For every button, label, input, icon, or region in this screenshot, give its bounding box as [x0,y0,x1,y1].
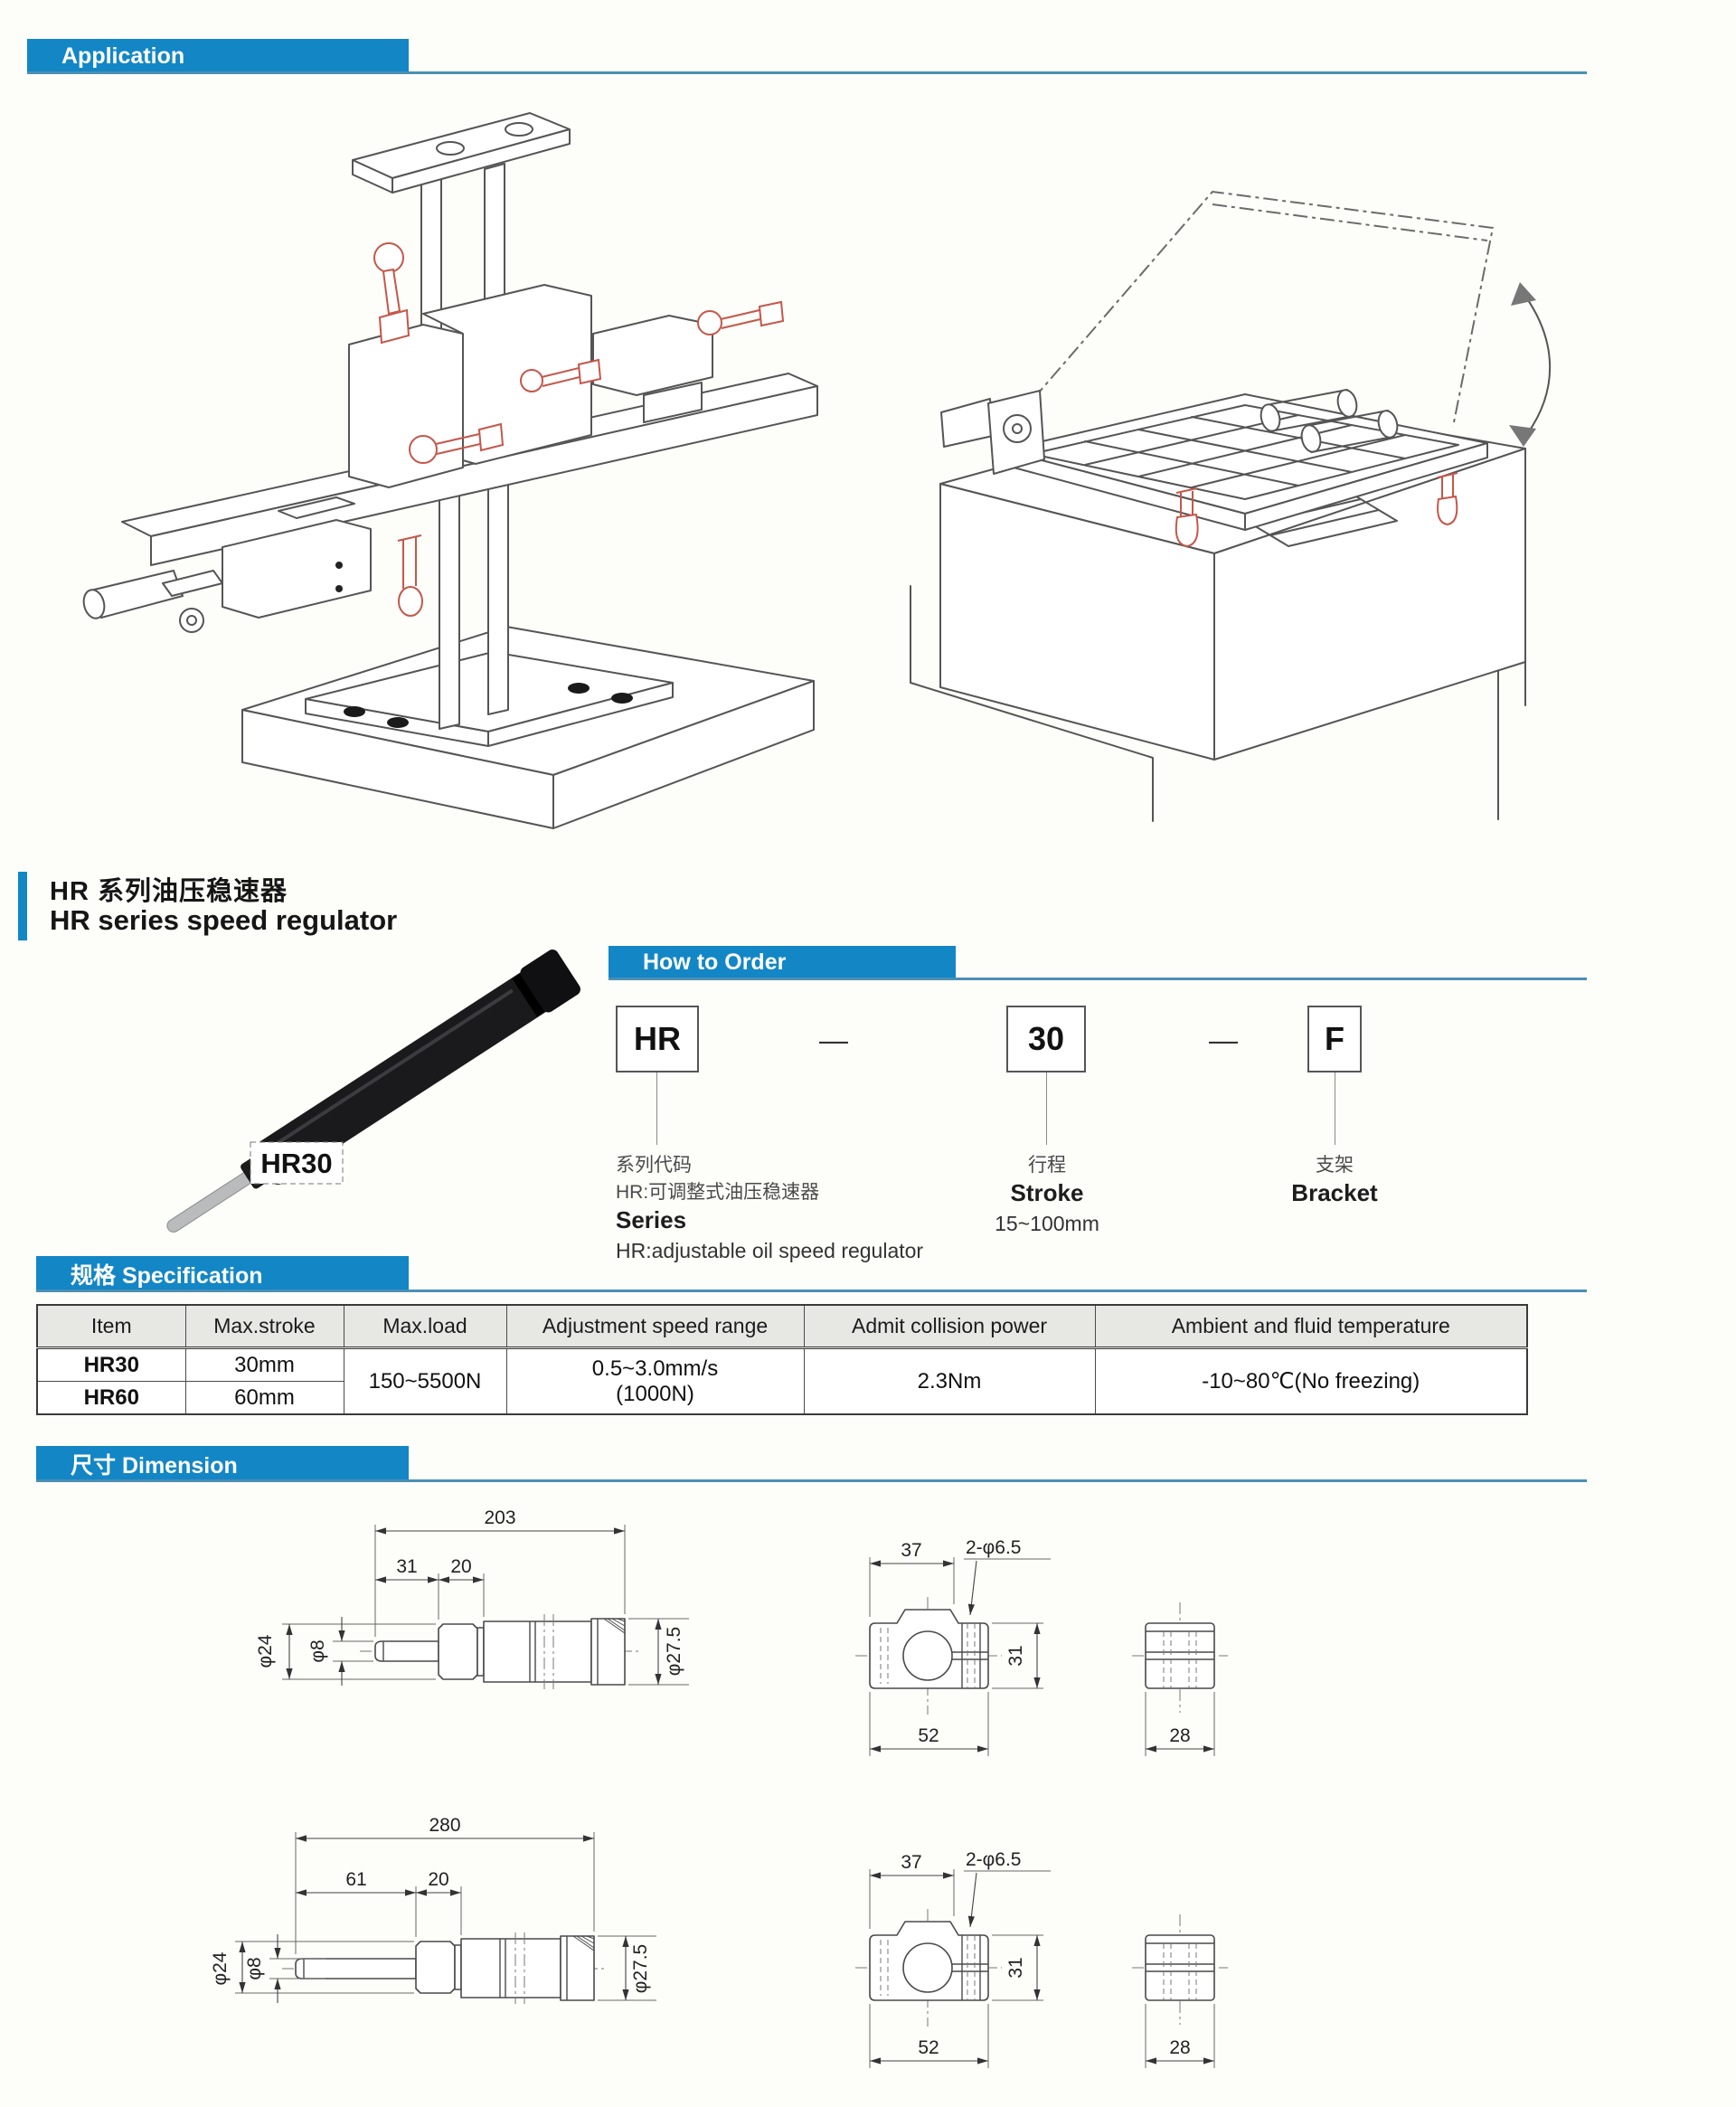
dim-label: 20 [450,1556,471,1577]
bracket-desc-title: Bracket [1291,1179,1378,1206]
dimension-banner-label: 尺寸 Dimension [71,1452,238,1479]
bracket-desc-zh: 支架 [1316,1155,1354,1176]
spec-speed-cell: 0.5~3.0mm/s (1000N) [505,1347,805,1415]
spec-maxload-cell: 150~5500N [343,1347,507,1415]
dim-label: 28 [1169,1725,1190,1746]
dimension-drawing-hr60: 280 61 20 φ24 φ8 φ27.5 [210,1815,656,2004]
specification-rule [36,1290,1587,1292]
dimension-drawing-hr30: 203 31 20 φ24 φ8 φ27.5 [255,1507,689,1689]
spec-speed-line1: 0.5~3.0mm/s [591,1356,719,1381]
spec-header-cell: Item [36,1304,186,1349]
series-desc-zh2: HR:可调整式油压稳速器 [616,1182,820,1203]
order-code-box-stroke: 30 [1006,1006,1086,1072]
dim-label: 203 [484,1507,515,1528]
dim-label: 28 [1169,2037,1190,2058]
product-title-en: HR series speed regulator [50,904,398,936]
dim-label: 61 [345,1869,366,1890]
specification-banner-label: 规格 Specification [71,1262,263,1289]
dim-label: φ27.5 [630,1944,651,1994]
dim-label: φ27.5 [664,1627,684,1677]
application-drawing-right [910,190,1552,822]
specification-banner: 规格 Specification [36,1256,409,1291]
spec-header-cell: Max.load [343,1304,507,1349]
title-accent-bar [18,872,27,940]
dim-label: 52 [918,1725,939,1746]
order-connector-line [656,1072,657,1145]
spec-header-cell: Admit collision power [803,1304,1096,1349]
dim-label: φ24 [255,1634,276,1668]
speed-regulator-highlights [373,242,785,617]
application-drawing-left [82,112,818,829]
product-photo: HR30 [166,950,580,1233]
spec-header-cell: Adjustment speed range [505,1304,805,1349]
spec-temperature-cell: -10~80℃(No freezing) [1094,1347,1528,1415]
application-banner: Application [27,39,409,73]
dimension-rule [36,1479,1587,1482]
order-dash-2: — [1209,1024,1238,1056]
spec-header-cell: Ambient and fluid temperature [1094,1304,1528,1349]
dim-label: φ8 [307,1639,328,1662]
spec-speed-line2: (1000N) [616,1381,694,1406]
spec-collision-cell: 2.3Nm [803,1347,1096,1415]
stroke-desc-range: 15~100mm [995,1212,1099,1235]
product-photo-label: HR30 [260,1148,332,1179]
dim-label: 2-φ6.5 [966,1849,1021,1870]
dim-label: 20 [428,1869,448,1890]
series-desc-en: HR:adjustable oil speed regulator [616,1239,924,1262]
order-code-box-bracket: F [1307,1006,1362,1072]
dim-label: 37 [901,1540,921,1561]
how-to-order-banner-label: How to Order [643,950,787,975]
spec-header-cell: Max.stroke [184,1304,344,1349]
dim-label: φ8 [244,1957,265,1979]
series-desc-title: Series [616,1206,687,1233]
table-row: HR30 30mm 150~5500N 0.5~3.0mm/s (1000N) … [36,1347,1528,1415]
order-dash-1: — [819,1024,848,1056]
dim-label: 2-φ6.5 [966,1537,1021,1558]
product-title-zh: HR 系列油压稳速器 [50,877,288,906]
order-connector-line [1046,1072,1047,1145]
dimension-drawing-bracket-2: 37 2-φ6.5 31 52 28 [855,1849,1228,2068]
dimension-banner: 尺寸 Dimension [36,1446,409,1481]
table-row: HR60 60mm [36,1381,1527,1415]
application-banner-label: Application [61,43,185,69]
order-code-box-series: HR [616,1006,699,1072]
dimension-drawing-bracket: 37 2-φ6.5 31 52 28 [855,1537,1228,1756]
dim-label: 37 [901,1852,921,1873]
stroke-desc-title: Stroke [1010,1179,1084,1206]
series-desc-zh1: 系列代码 [616,1155,692,1176]
stroke-desc-zh: 行程 [1028,1155,1066,1176]
how-to-order-banner: How to Order [609,946,956,979]
dim-label: 31 [1005,1957,1026,1978]
dim-label: 31 [396,1556,417,1577]
dim-label: 31 [1005,1645,1026,1666]
product-photo-label-box [250,1141,344,1185]
spec-stroke-cell: 30mm [184,1347,344,1382]
spec-stroke-cell: 60mm [184,1381,344,1415]
dim-label: φ24 [210,1951,231,1985]
dim-label: 280 [429,1815,460,1836]
spec-item-cell: HR60 [36,1381,186,1415]
spec-table: Item Max.stroke Max.load Adjustment spee… [36,1304,1528,1415]
speed-regulator-highlights [1175,472,1458,548]
dim-label: 52 [918,2037,939,2058]
how-to-order-rule [609,978,1587,980]
application-rule [27,71,1587,74]
spec-item-cell: HR30 [36,1347,186,1382]
